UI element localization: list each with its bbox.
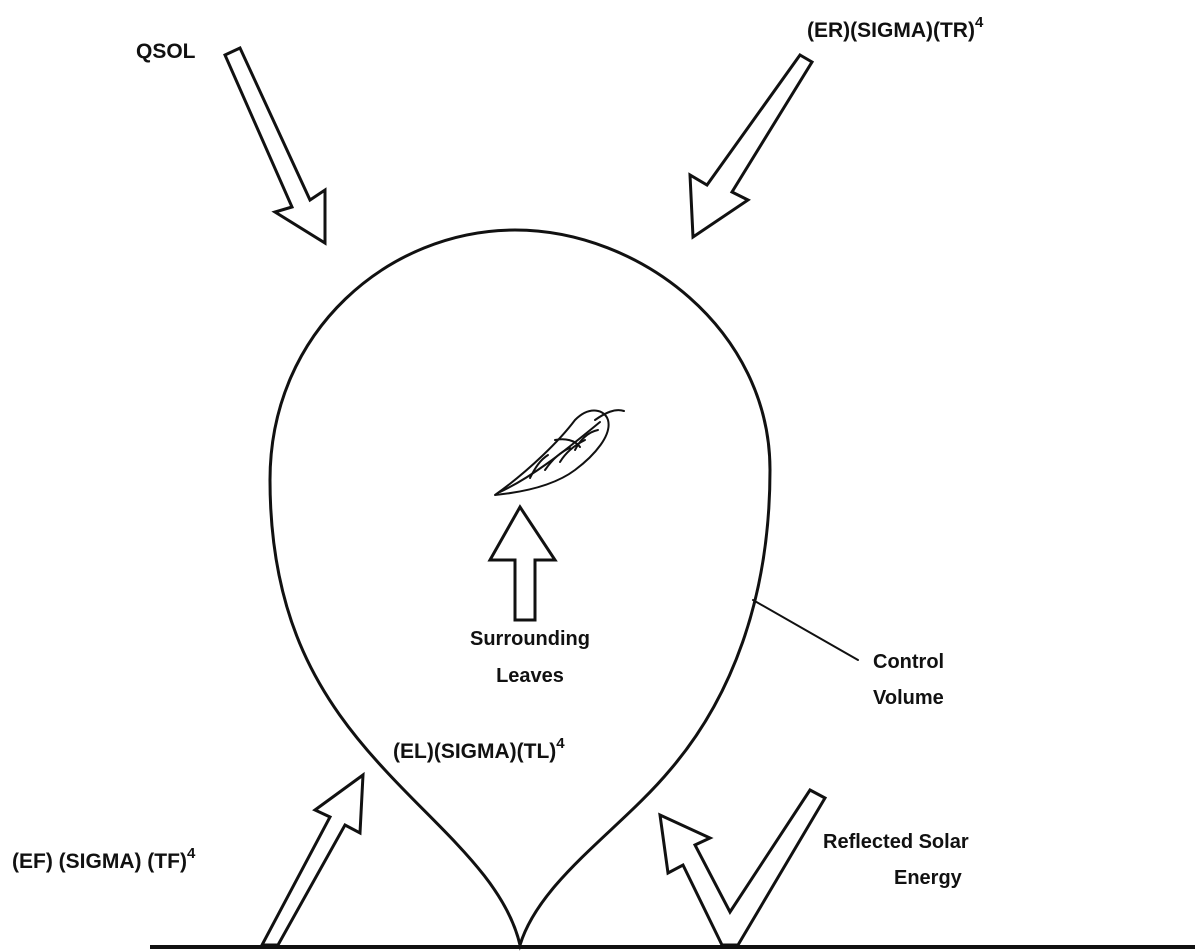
reflected-solar-label-line1: Reflected Solar [823, 831, 969, 853]
reflected-solar-arrow [660, 790, 825, 945]
reflected-solar-label-line2: Energy [894, 867, 963, 889]
leaf-icon [495, 410, 624, 495]
surrounding-leaves-arrow [490, 507, 555, 620]
el-sigma-tl-label: (EL)(SIGMA)(TL)4 [393, 735, 565, 763]
surrounding-leaves-label-line2: Leaves [496, 665, 564, 687]
control-volume-leader [753, 600, 858, 660]
er-sigma-tr-arrow [690, 55, 812, 237]
control-volume-label-line2: Volume [873, 687, 944, 709]
ef-sigma-tf-arrow [262, 775, 363, 945]
er-sigma-tr-label: (ER)(SIGMA)(TR)4 [807, 14, 984, 42]
control-volume-label-line1: Control [873, 651, 944, 673]
ef-sigma-tf-label: (EF) (SIGMA) (TF)4 [12, 845, 196, 873]
surrounding-leaves-label-line1: Surrounding [470, 628, 590, 650]
qsol-label: QSOL [136, 40, 196, 63]
qsol-arrow [225, 48, 325, 243]
